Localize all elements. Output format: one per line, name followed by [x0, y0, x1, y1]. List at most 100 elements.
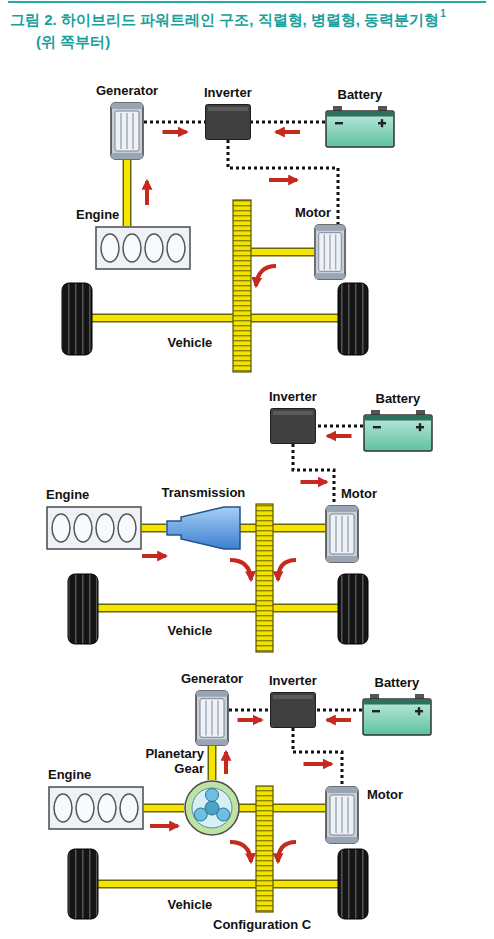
flow-arrow — [304, 762, 332, 766]
drive-shaft — [238, 525, 325, 531]
flow-arrow — [163, 130, 187, 134]
diagram-label: Configuration C — [213, 918, 311, 933]
component-label: Inverter — [269, 390, 317, 405]
flow-arrow — [224, 752, 228, 774]
diagram-label: Vehicle — [168, 624, 213, 639]
drive-shaft — [127, 160, 147, 226]
torque-arrow — [278, 560, 296, 580]
flow-arrow — [269, 178, 297, 182]
shaft-body — [209, 746, 215, 780]
component: Engine — [46, 506, 142, 550]
component-label: Battery — [338, 88, 383, 103]
component-label: Motor — [295, 206, 331, 221]
component-label: Battery — [376, 392, 421, 407]
torque-arrow — [230, 842, 251, 862]
component: Generator — [110, 102, 144, 160]
drive-shaft — [212, 746, 226, 780]
shaft-outline — [144, 804, 184, 813]
wheel — [62, 283, 92, 355]
component: Engine — [48, 786, 144, 830]
component-label: Transmission — [162, 486, 246, 501]
shaft-body — [124, 160, 130, 226]
axle — [98, 605, 338, 611]
gear — [256, 504, 273, 652]
component-label: Motor — [341, 487, 377, 502]
power-wire — [228, 140, 338, 224]
component: Battery — [363, 410, 433, 452]
drive-shaft — [142, 528, 166, 556]
battery-icon — [363, 410, 433, 452]
flow-arrow — [328, 434, 352, 438]
power-wire — [144, 122, 205, 132]
power-wire — [293, 444, 334, 505]
flow-arrow — [145, 181, 149, 205]
axle — [98, 880, 338, 889]
component-label: Engine — [76, 208, 119, 223]
axle — [98, 881, 338, 887]
drive-shaft — [144, 808, 184, 826]
flow-arrow — [150, 824, 178, 828]
power-wire — [316, 426, 363, 436]
flow-arrow — [301, 480, 327, 484]
engine-block — [95, 226, 191, 270]
engine-block — [46, 506, 142, 550]
motor-icon — [325, 505, 359, 563]
component: Inverter — [270, 408, 316, 444]
component: Planetary Gear — [184, 780, 240, 836]
diagram-label: Vehicle — [168, 898, 213, 913]
dotted-wire — [251, 121, 325, 124]
power-wire — [316, 710, 362, 720]
component: Inverter — [270, 692, 316, 728]
component-label: Generator — [181, 672, 243, 687]
motor-icon — [325, 786, 359, 844]
drive-shaft — [238, 524, 325, 533]
component: Transmission — [166, 504, 241, 552]
figure-title: 그림 2. 하이브리드 파워트레인 구조, 직렬형, 병렬형, 동력분기형 (위… — [10, 9, 448, 53]
wheel — [338, 283, 368, 355]
power-wire — [229, 710, 270, 720]
torque-arrow — [256, 266, 276, 286]
dotted-wire — [228, 140, 338, 224]
transmission-icon — [166, 504, 241, 552]
wheel — [338, 849, 368, 919]
flow-arrow — [327, 718, 351, 722]
shaft-outline — [123, 160, 132, 226]
axle — [92, 314, 338, 323]
shaft-outline — [208, 746, 217, 780]
axle — [92, 315, 338, 321]
component: Motor — [314, 224, 346, 280]
component: Battery — [362, 694, 432, 736]
generator-icon — [195, 690, 229, 746]
component: Motor — [325, 505, 359, 563]
dotted-wire — [316, 425, 363, 428]
component: Motor — [325, 786, 359, 844]
shaft-body — [142, 525, 166, 531]
component: Generator — [195, 690, 229, 746]
dotted-wire — [293, 728, 342, 786]
gear — [233, 200, 251, 372]
power-wire — [293, 728, 342, 786]
inverter-box — [205, 104, 251, 140]
component-label: Inverter — [269, 674, 317, 689]
dotted-wire — [229, 709, 270, 712]
component-label: Engine — [46, 488, 89, 503]
component: Inverter — [205, 104, 251, 140]
dotted-wire — [144, 121, 205, 124]
shaft-body — [144, 805, 184, 811]
gear — [256, 786, 273, 912]
component: Engine — [95, 226, 191, 270]
dotted-wire — [293, 444, 334, 505]
dotted-wire — [316, 709, 362, 712]
component-label: Engine — [48, 768, 91, 783]
component-label: Planetary Gear — [132, 747, 204, 777]
generator-icon — [110, 102, 144, 160]
motor-icon — [314, 224, 346, 280]
title-rule — [8, 1, 486, 3]
axle — [98, 604, 338, 613]
wheel — [68, 849, 98, 919]
component-label: Battery — [375, 676, 420, 691]
component-label: Motor — [367, 788, 403, 803]
planetary-gear-icon — [184, 780, 240, 836]
flow-arrow — [142, 554, 166, 558]
component-label: Generator — [96, 84, 158, 99]
